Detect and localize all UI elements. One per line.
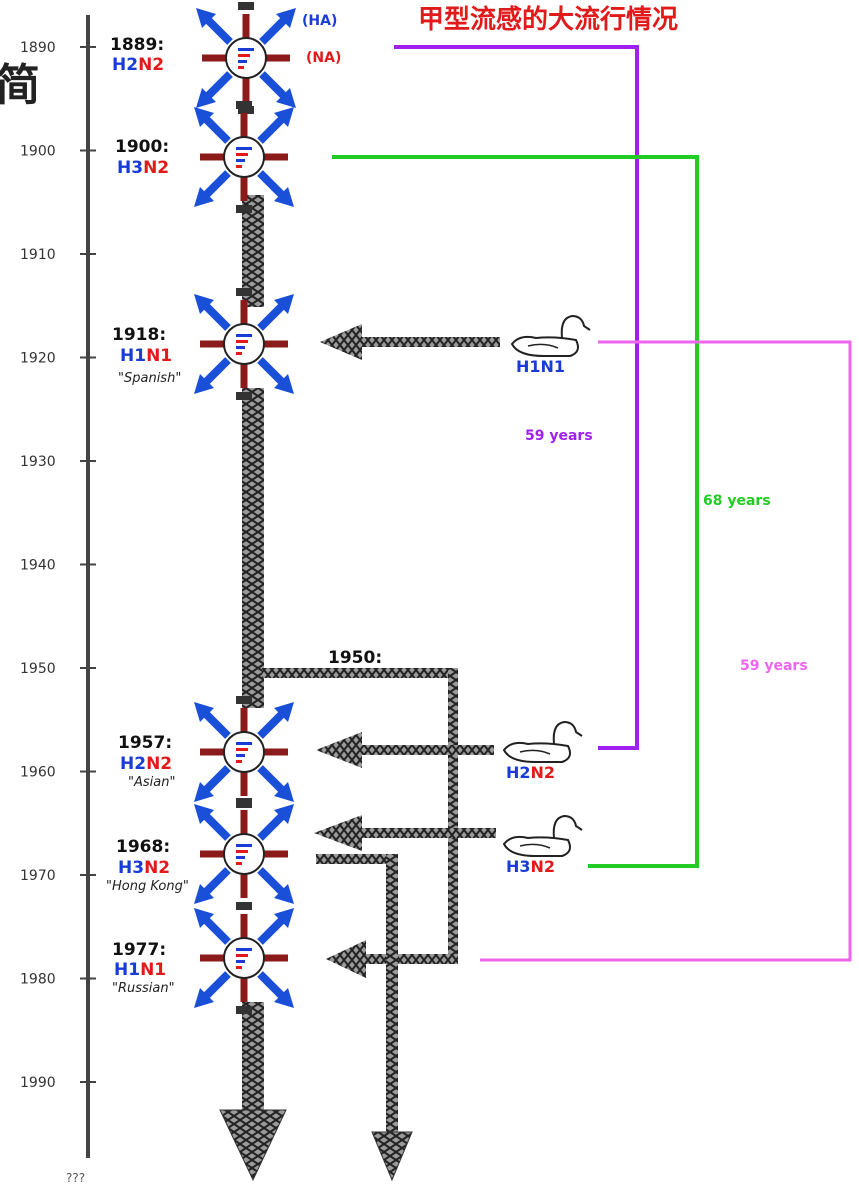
legend-ha: (HA)	[302, 13, 337, 29]
event-year: 1889:	[110, 35, 164, 55]
duck-label-h3n2: H3N2	[506, 857, 555, 876]
connector-purple	[394, 45, 639, 750]
duck-icon	[502, 720, 583, 763]
event-1977: 1977: H1N1 "Russian"	[112, 940, 175, 996]
avian-reservoirs	[502, 314, 591, 857]
branch-1968-offshoot	[316, 854, 413, 1182]
year-tick-label: 1980	[20, 972, 56, 988]
virus-icon	[194, 798, 294, 910]
gap-label-pink: 59 years	[740, 658, 808, 674]
event-year: 1968:	[116, 837, 170, 857]
event-subtype: H3N2	[117, 158, 169, 178]
year-ticks: 1890 1900 1910 1920 1930 1940 1950 1960 1970 1980…	[20, 40, 96, 1091]
legend-na: (NA)	[306, 50, 341, 66]
event-nickname: "Spanish"	[118, 371, 181, 386]
gap-label-purple: 59 years	[525, 428, 593, 444]
event-1918: 1918: H1N1 "Spanish"	[112, 325, 181, 386]
marker-1950-label: 1950:	[328, 648, 382, 668]
event-subtype: H3N2	[118, 858, 170, 878]
event-year: 1977:	[112, 940, 166, 960]
connector-green	[332, 155, 699, 868]
virus-icon	[194, 288, 294, 400]
event-1957: 1957: H2N2 "Asian"	[118, 733, 175, 790]
gap-connectors: 59 years 68 years 59 years	[332, 45, 852, 962]
axis-bottom-label: ???	[66, 1171, 85, 1185]
event-subtype: H1N1	[120, 346, 172, 366]
year-tick-label: 1900	[20, 144, 56, 160]
year-tick-label: 1970	[20, 868, 56, 884]
lineage-trunk	[219, 195, 287, 1182]
event-subtype: H2N2	[112, 55, 164, 75]
year-tick-label: 1930	[20, 454, 56, 470]
left-edge-glyph: 简	[0, 60, 40, 111]
event-year: 1957:	[118, 733, 172, 753]
year-tick-label: 1890	[20, 40, 56, 56]
event-subtype: H2N2	[120, 754, 172, 774]
diagram-title: 甲型流感的大流行情况	[418, 4, 678, 35]
duck-label-h1n1: H1N1	[516, 357, 565, 376]
virus-icon	[194, 902, 294, 1014]
duck-icon	[510, 314, 591, 357]
event-subtype: H1N1	[114, 960, 166, 980]
virus-icon	[196, 2, 296, 114]
offshoot-arrowhead	[371, 1131, 413, 1182]
event-1889: 1889: H2N2	[110, 35, 164, 75]
event-nickname: "Russian"	[112, 981, 175, 996]
virus-icon	[194, 696, 294, 808]
event-1900: 1900: H3N2	[115, 137, 169, 178]
branch-1950: 1950:	[262, 648, 458, 978]
year-tick-label: 1960	[20, 765, 56, 781]
gap-label-green: 68 years	[703, 493, 771, 509]
event-year: 1918:	[112, 325, 166, 345]
duck-label-h2n2: H2N2	[506, 763, 555, 782]
event-nickname: "Hong Kong"	[106, 879, 189, 894]
connector-pink	[480, 340, 852, 962]
event-year: 1900:	[115, 137, 169, 157]
virus-icon	[194, 101, 294, 213]
year-tick-label: 1990	[20, 1075, 56, 1091]
event-nickname: "Asian"	[128, 775, 175, 790]
event-1968: 1968: H3N2 "Hong Kong"	[106, 837, 189, 894]
year-tick-label: 1920	[20, 351, 56, 367]
trunk-arrowhead	[219, 1109, 287, 1182]
virus-emblems	[194, 2, 296, 1014]
avian-transfer-arrows	[314, 324, 500, 851]
duck-icon	[502, 814, 583, 857]
year-tick-label: 1910	[20, 247, 56, 263]
year-tick-label: 1950	[20, 661, 56, 677]
year-tick-label: 1940	[20, 558, 56, 574]
